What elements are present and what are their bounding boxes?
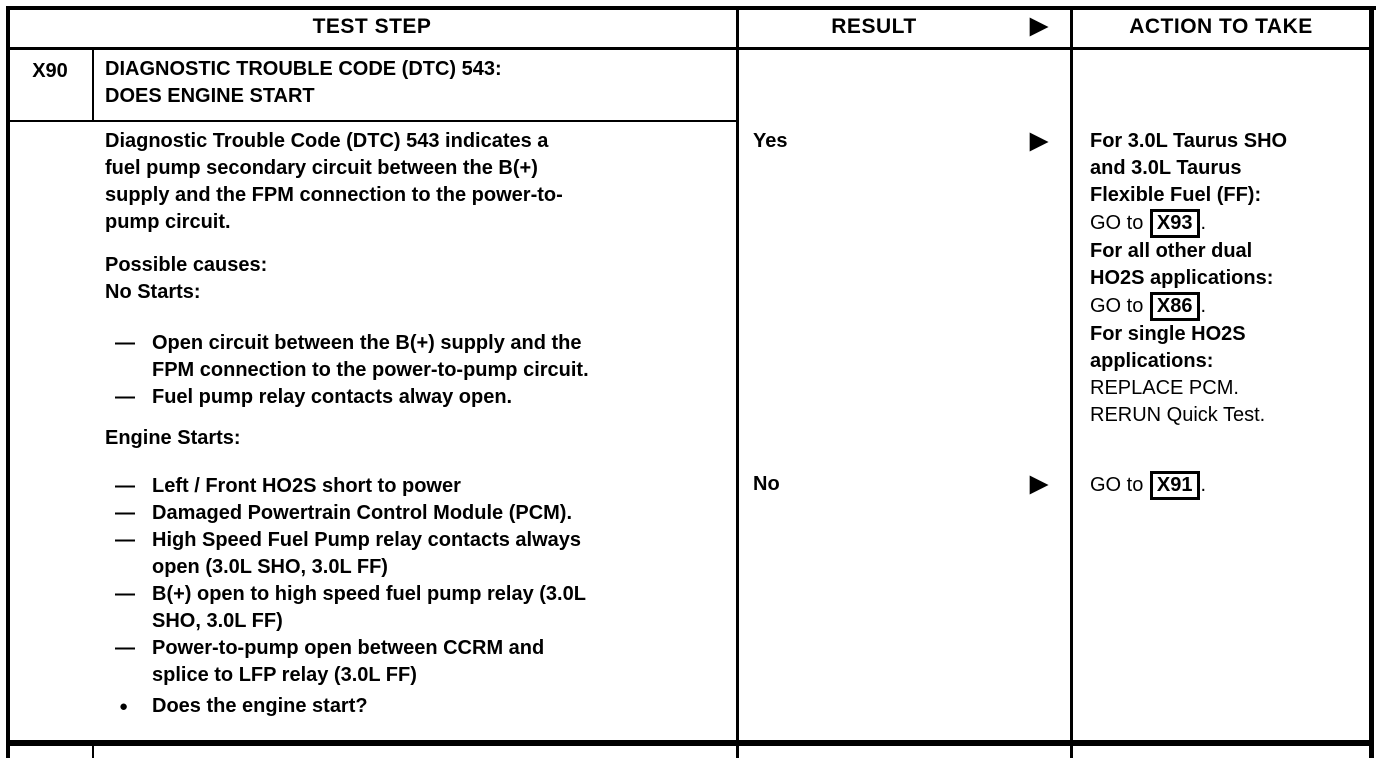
dash-icon: — (115, 583, 135, 605)
cause-text: B(+) open to high speed fuel pump relay … (152, 583, 586, 632)
goto-period: . (1200, 295, 1207, 317)
step-description-block: Diagnostic Trouble Code (DTC) 543 indica… (105, 128, 595, 720)
table-border-right (1369, 6, 1374, 758)
engine-start-cause-item: — High Speed Fuel Pump relay contacts al… (105, 527, 597, 581)
table-header-action: ACTION TO TAKE (1129, 15, 1313, 38)
step-ref-x93: X93 (1149, 209, 1200, 238)
step-ref-x91: X91 (1149, 471, 1200, 500)
engine-start-cause-item: — B(+) open to high speed fuel pump rela… (105, 581, 597, 635)
next-row-id-divider (92, 746, 94, 758)
action-replace-pcm: REPLACE PCM. (1090, 377, 1239, 399)
possible-causes-label: Possible causes: (105, 254, 268, 276)
action-no-block: GO to X91. (1090, 471, 1310, 500)
no-start-cause-item: — Open circuit between the B(+) supply a… (105, 330, 597, 384)
action-rerun-quick-test: RERUN Quick Test. (1090, 404, 1266, 426)
bullet-icon: ● (119, 698, 129, 715)
goto-text: GO to (1090, 474, 1149, 496)
row-bottom-rule (6, 740, 1374, 746)
header-result-arrow-icon: ▶ (1030, 12, 1048, 38)
step-ref-x86: X86 (1149, 292, 1200, 321)
goto-period: . (1200, 474, 1207, 496)
step-id-divider (92, 50, 94, 120)
dash-icon: — (115, 332, 135, 354)
cause-text: Left / Front HO2S short to power (152, 475, 461, 497)
step-description: Diagnostic Trouble Code (DTC) 543 indica… (105, 130, 563, 233)
engine-start-cause-item: — Damaged Powertrain Control Module (PCM… (105, 500, 597, 527)
goto-period: . (1200, 212, 1207, 234)
step-question: Does the engine start? (152, 695, 368, 717)
step-title: DIAGNOSTIC TROUBLE CODE (DTC) 543: DOES … (105, 56, 725, 110)
result-yes-arrow-icon: ▶ (1030, 127, 1048, 153)
engine-start-cause-item: — Power-to-pump open between CCRM and sp… (105, 635, 597, 689)
header-bottom-rule (6, 47, 1374, 50)
cause-text: Damaged Powertrain Control Module (PCM). (152, 502, 573, 524)
action-goto-line: GO to X86. (1090, 292, 1310, 321)
dash-icon: — (115, 502, 135, 524)
action-condition: For 3.0L Taurus SHO and 3.0L Taurus Flex… (1090, 130, 1288, 206)
no-starts-label: No Starts: (105, 281, 201, 303)
step-title-line2: DOES ENGINE START (105, 85, 315, 107)
step-title-bottom-rule (8, 120, 736, 122)
engine-start-cause-item: — Left / Front HO2S short to power (105, 473, 597, 500)
cause-text: Open circuit between the B(+) supply and… (152, 332, 589, 381)
table-header-test-step: TEST STEP (312, 15, 432, 38)
goto-text: GO to (1090, 295, 1149, 317)
cause-text: Power-to-pump open between CCRM and spli… (152, 637, 545, 686)
no-start-cause-item: — Fuel pump relay contacts alway open. (105, 384, 597, 411)
column-divider-result (736, 6, 739, 758)
action-condition: For all other dual HO2S applications: (1090, 240, 1274, 289)
table-border-left (6, 6, 10, 758)
goto-text: GO to (1090, 212, 1149, 234)
step-question-line: ● Does the engine start? (105, 693, 597, 720)
dash-icon: — (115, 386, 135, 408)
dash-icon: — (115, 475, 135, 497)
result-no-label: No (753, 473, 780, 495)
cause-text: Fuel pump relay contacts alway open. (152, 386, 513, 408)
action-yes-block: For 3.0L Taurus SHO and 3.0L Taurus Flex… (1090, 128, 1310, 429)
dash-icon: — (115, 637, 135, 659)
cause-text: High Speed Fuel Pump relay contacts alwa… (152, 529, 582, 578)
table-border-top (6, 6, 1376, 10)
result-yes-label: Yes (753, 130, 788, 152)
dash-icon: — (115, 529, 135, 551)
engine-starts-label: Engine Starts: (105, 427, 241, 449)
result-no-arrow-icon: ▶ (1030, 470, 1048, 496)
action-goto-line: GO to X93. (1090, 209, 1310, 238)
column-divider-action (1070, 6, 1073, 758)
step-title-line1: DIAGNOSTIC TROUBLE CODE (DTC) 543: (105, 58, 502, 80)
action-condition: For single HO2S applications: (1090, 323, 1246, 372)
table-header-result: RESULT (831, 15, 917, 38)
step-id: X90 (32, 60, 68, 82)
